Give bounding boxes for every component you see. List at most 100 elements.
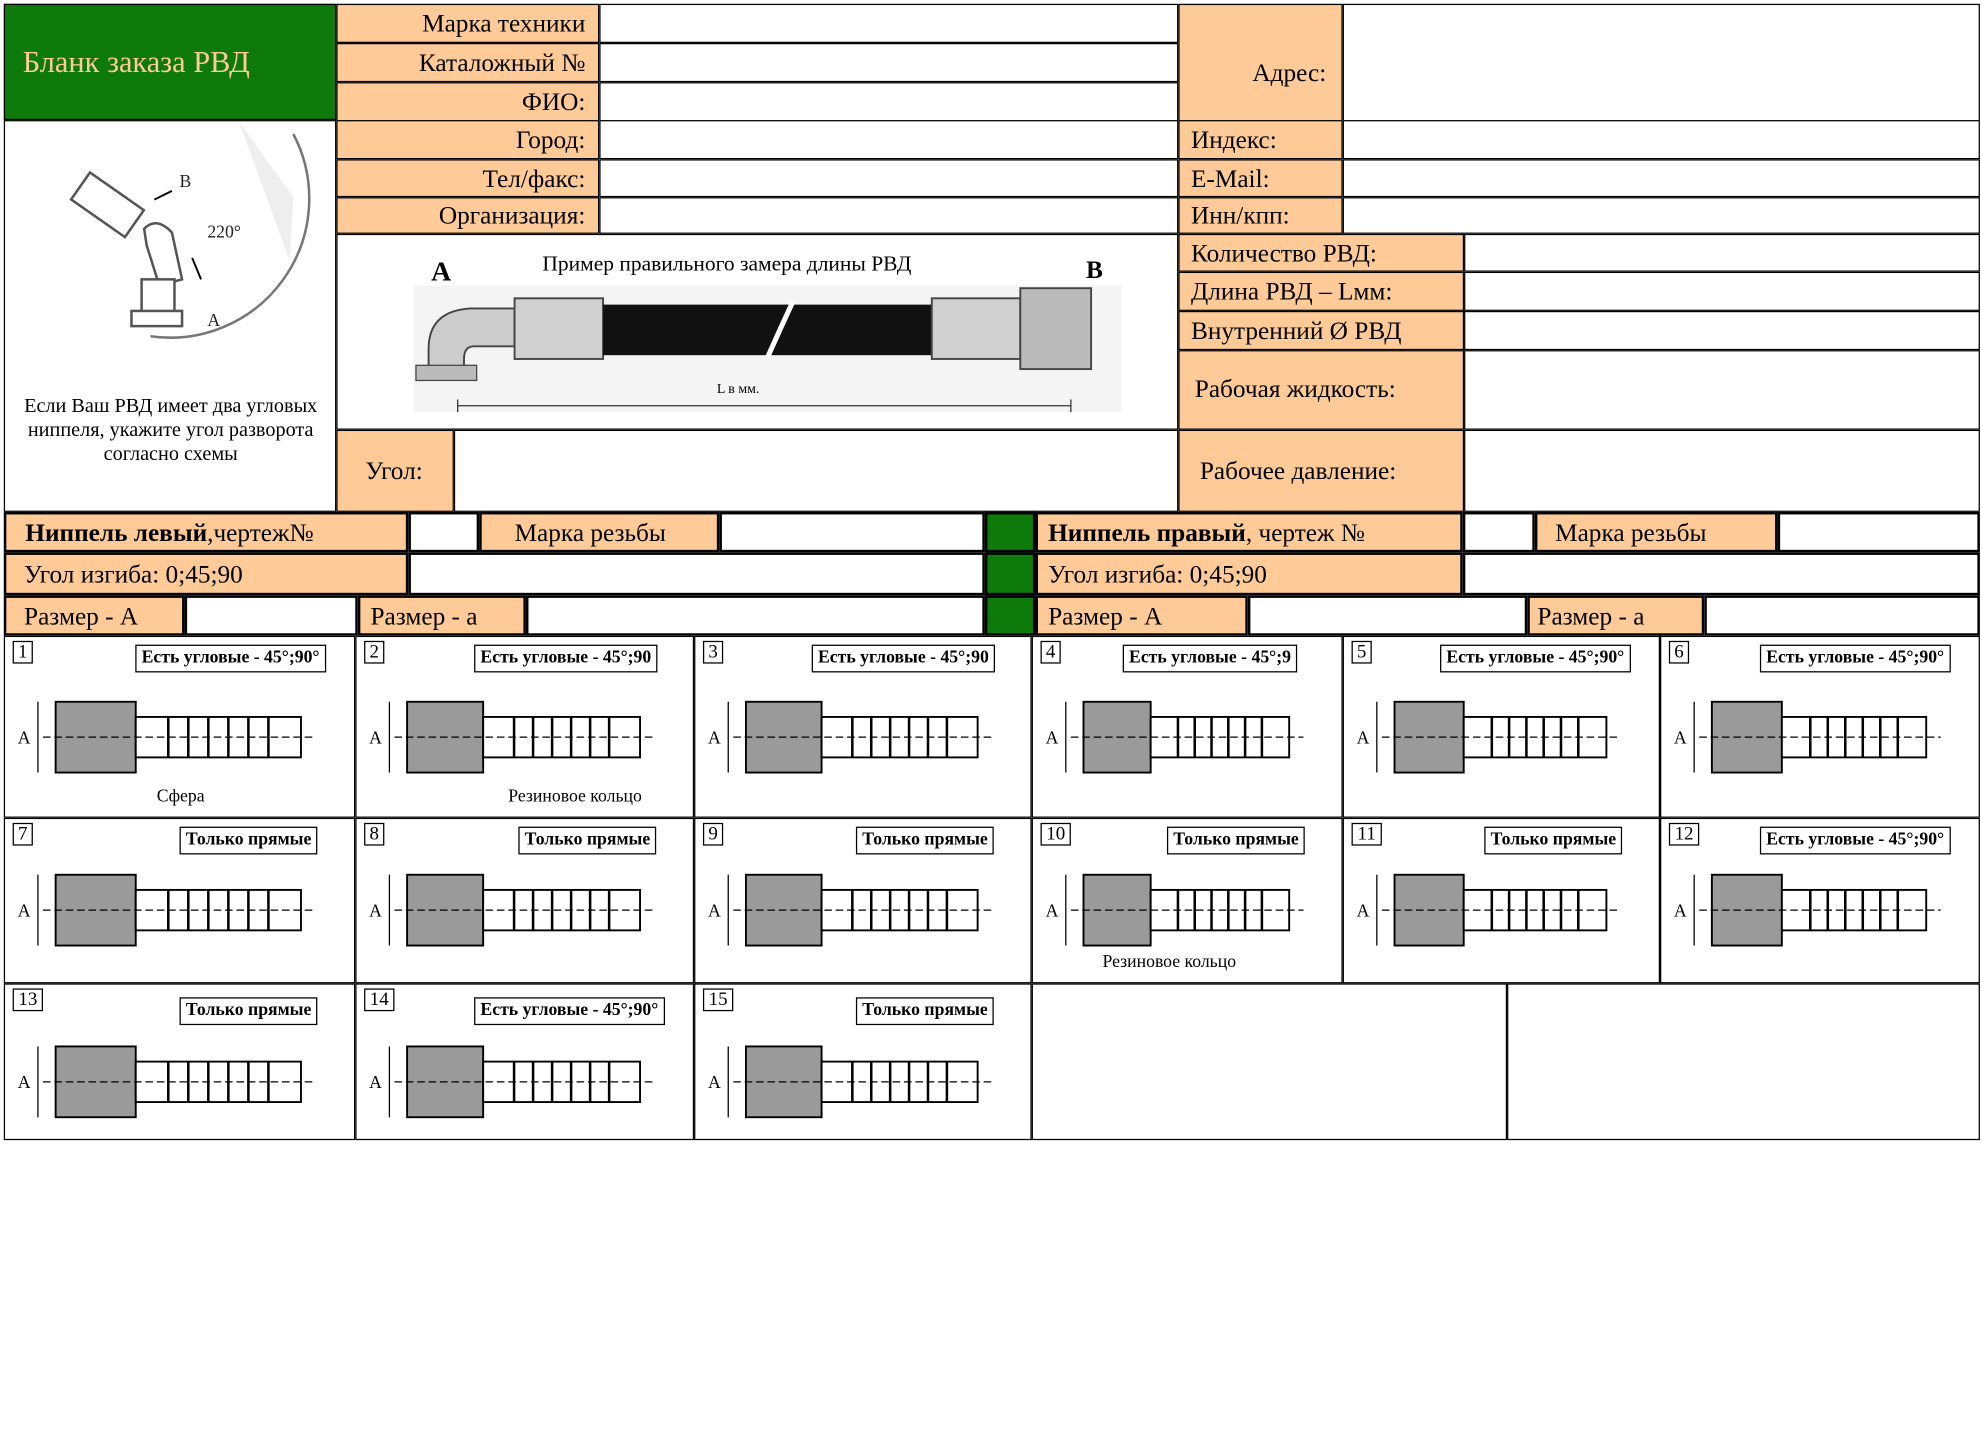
left-thread-input[interactable] <box>719 511 985 553</box>
left-size-A-input[interactable] <box>184 595 358 636</box>
fitting-note: Резиновое кольцо <box>1102 953 1237 973</box>
left-nipple-title: Ниппель левый,чертеж№ <box>3 511 409 553</box>
fitting-note: Резиновое кольцо <box>508 787 642 807</box>
fitting-number: 4 <box>1040 640 1061 664</box>
hose-body <box>603 304 932 356</box>
label-org: Организация: <box>336 197 600 234</box>
index-input[interactable] <box>1342 120 1980 160</box>
label-marka: Марка техники <box>336 3 600 43</box>
fitting-number: 9 <box>702 822 724 846</box>
right-nipple-title: Ниппель правый, чертеж № <box>1035 511 1463 553</box>
svg-text:A: A <box>369 900 382 920</box>
svg-text:A: A <box>708 900 721 920</box>
fitting-cell-9[interactable]: A 9 Только прямые <box>694 817 1032 984</box>
fitting-drawing-icon: A <box>1674 873 1941 947</box>
count-input[interactable] <box>1464 233 1980 272</box>
svg-text:A: A <box>18 900 31 920</box>
form-title-cell: Бланк заказа РВД <box>3 3 337 121</box>
length-input[interactable] <box>1464 271 1980 311</box>
hose-end-a-label: A <box>431 257 451 288</box>
angle-diagram: B 220° A <box>69 121 311 339</box>
divider-3 <box>984 595 1036 636</box>
fio-input[interactable] <box>599 82 1179 122</box>
label-city: Город: <box>336 120 600 160</box>
hose-length-label: L в мм. <box>717 382 760 397</box>
fitting-tag: Есть угловые - 45°;90° <box>1759 644 1951 673</box>
right-size-a-input[interactable] <box>1704 595 1980 636</box>
fitting-number: 2 <box>364 640 385 664</box>
angle-degrees: 220° <box>207 222 241 242</box>
fitting-a-icon <box>130 309 184 328</box>
left-size-a-input[interactable] <box>525 595 985 636</box>
fitting-tag: Есть угловые - 45°;90° <box>474 997 665 1026</box>
right-thread-label: Марка резьбы <box>1534 511 1778 553</box>
svg-text:A: A <box>18 1072 31 1092</box>
right-size-A-label: Размер - А <box>1035 595 1248 636</box>
left-size-A-label: Размер - А <box>3 595 185 636</box>
fitting-drawing-icon: A <box>369 700 655 774</box>
fitting-tag: Есть угловые - 45°;90° <box>1440 644 1631 673</box>
left-size-a-label: Размер - а <box>357 595 526 636</box>
fitting-tag: Только прямые <box>518 826 657 855</box>
fitting-tag: Есть угловые - 45°;90° <box>1759 826 1951 855</box>
email-input[interactable] <box>1342 159 1980 198</box>
fitting-number: 8 <box>364 822 385 846</box>
label-length: Длина РВД – Lмм: <box>1178 271 1465 311</box>
fitting-drawing-icon: A <box>369 1045 655 1119</box>
city-input[interactable] <box>599 120 1179 160</box>
fitting-cell-3[interactable]: A 3 Есть угловые - 45°;90 <box>694 635 1032 818</box>
fluid-input[interactable] <box>1464 350 1980 430</box>
fitting-number: 15 <box>702 988 734 1012</box>
left-bend-input[interactable] <box>408 552 985 596</box>
pressure-input[interactable] <box>1464 429 1980 512</box>
fitting-tag: Только прямые <box>1166 826 1306 855</box>
fitting-tag: Есть угловые - 45°;90 <box>811 644 996 673</box>
hose-caption: Пример правильного замера длины РВД <box>542 251 911 275</box>
fitting-number: 6 <box>1668 640 1690 664</box>
fitting-tag: Есть угловые - 45°;90° <box>135 644 326 673</box>
diameter-input[interactable] <box>1464 310 1980 351</box>
catalog-input[interactable] <box>599 42 1179 83</box>
inn-input[interactable] <box>1342 197 1980 234</box>
fitting-tag: Только прямые <box>855 826 995 855</box>
svg-text:A: A <box>708 727 721 747</box>
right-size-A-input[interactable] <box>1247 595 1528 636</box>
label-pressure: Рабочее давление: <box>1178 429 1465 512</box>
right-thread-input[interactable] <box>1777 511 1980 553</box>
angle-input[interactable] <box>453 429 1179 512</box>
left-drawing-input[interactable] <box>408 511 480 553</box>
fitting-note: Сфера <box>156 787 205 807</box>
address-input[interactable] <box>1342 3 1980 122</box>
fitting-cell-6[interactable]: A 6 Есть угловые - 45°;90° <box>1660 635 1980 818</box>
empty-cell-1 <box>1031 983 1508 1141</box>
phone-input[interactable] <box>599 159 1179 198</box>
fitting-number: 3 <box>702 640 724 664</box>
marka-input[interactable] <box>599 3 1179 43</box>
fitting-drawing-icon: A <box>708 873 993 947</box>
fitting-cell-8[interactable]: A 8 Только прямые <box>355 817 695 984</box>
right-drawing-input[interactable] <box>1462 511 1535 553</box>
fitting-tag: Только прямые <box>855 997 995 1026</box>
hose-example-panel: Пример правильного замера длины РВД A B … <box>336 233 1179 430</box>
svg-text:A: A <box>18 727 31 747</box>
right-bend-input[interactable] <box>1462 552 1980 596</box>
fitting-drawing-icon: A <box>708 1045 993 1119</box>
fitting-drawing-icon: A <box>18 1045 317 1119</box>
angle-note: Если Ваш РВД имеет два угловых ниппеля, … <box>24 395 318 466</box>
empty-cell-2 <box>1507 983 1980 1141</box>
svg-text:A: A <box>1674 727 1687 747</box>
fitting-drawing-icon: A <box>369 873 655 947</box>
right-size-a-label: Размер - а <box>1527 595 1705 636</box>
fitting-cell-15[interactable]: A 15 Только прямые <box>694 983 1032 1141</box>
org-input[interactable] <box>599 197 1179 234</box>
